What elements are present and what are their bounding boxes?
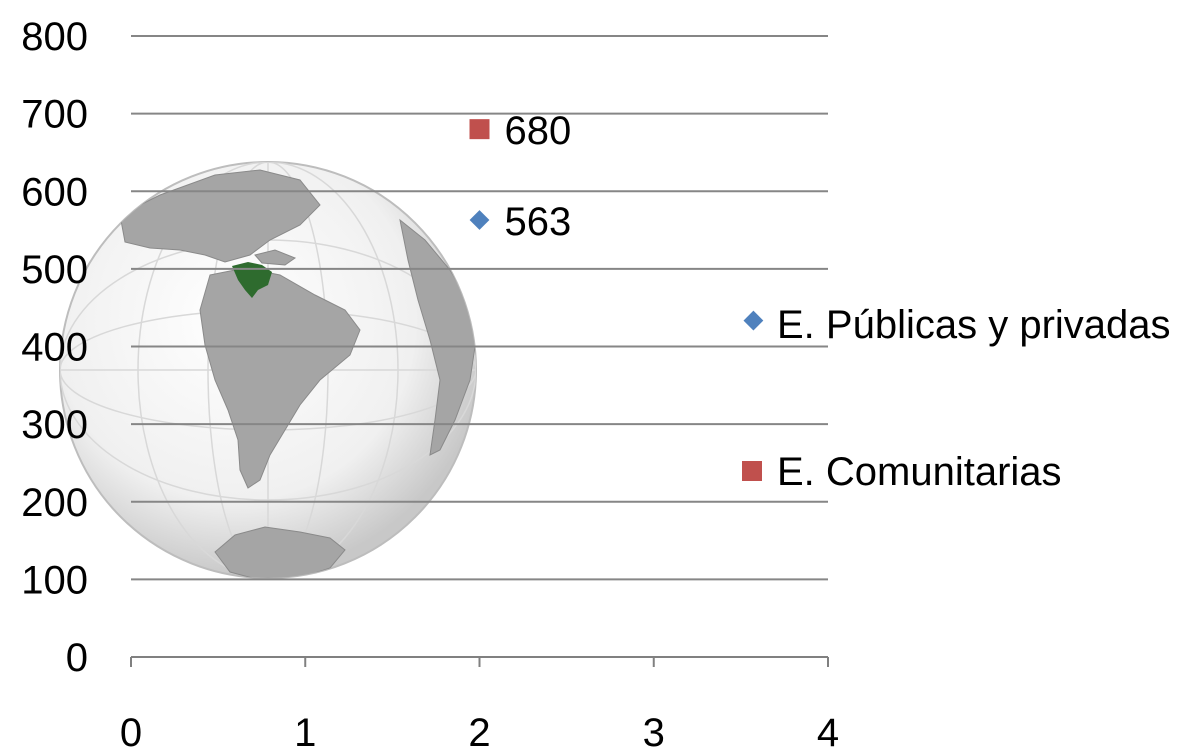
y-tick-label-300: 300 (21, 403, 88, 447)
y-tick-label-200: 200 (21, 481, 88, 525)
y-tick-label-100: 100 (21, 558, 88, 602)
x-tick-label-2: 2 (468, 711, 490, 752)
legend-marker-square (742, 461, 762, 481)
x-axis-tick-labels: 0 1 2 3 4 (120, 711, 839, 752)
x-tick-label-0: 0 (120, 711, 142, 752)
gridlines (131, 35, 828, 581)
data-points: 563 680 (469, 109, 572, 244)
y-axis-tick-labels: 0 100 200 300 400 500 600 700 800 (21, 15, 88, 680)
y-tick-label-600: 600 (21, 170, 88, 214)
y-tick-label-0: 0 (66, 636, 88, 680)
x-tick-label-1: 1 (294, 711, 316, 752)
legend: E. Públicas y privadas E. Comunitarias (742, 303, 1171, 494)
legend-item-publicas: E. Públicas y privadas (743, 303, 1171, 347)
y-tick-label-700: 700 (21, 93, 88, 137)
legend-label-comunitarias: E. Comunitarias (777, 450, 1062, 494)
plot-area: 0 100 200 300 400 500 600 700 800 0 1 2 3 4 563 680 (21, 15, 839, 752)
data-label-series0-0: 563 (505, 200, 572, 244)
legend-marker-diamond (743, 310, 764, 331)
y-tick-label-400: 400 (21, 326, 88, 370)
legend-label-publicas: E. Públicas y privadas (777, 303, 1171, 347)
globe-image (59, 161, 477, 579)
data-label-series1-0: 680 (505, 109, 572, 153)
y-tick-label-500: 500 (21, 248, 88, 292)
point-series1-0 (469, 119, 490, 140)
y-tick-label-800: 800 (21, 15, 88, 59)
legend-item-comunitarias: E. Comunitarias (742, 450, 1062, 494)
point-series0-0 (469, 210, 490, 230)
x-tick-label-3: 3 (643, 711, 665, 752)
x-tick-label-4: 4 (817, 711, 839, 752)
x-axis-ticks (130, 657, 829, 667)
